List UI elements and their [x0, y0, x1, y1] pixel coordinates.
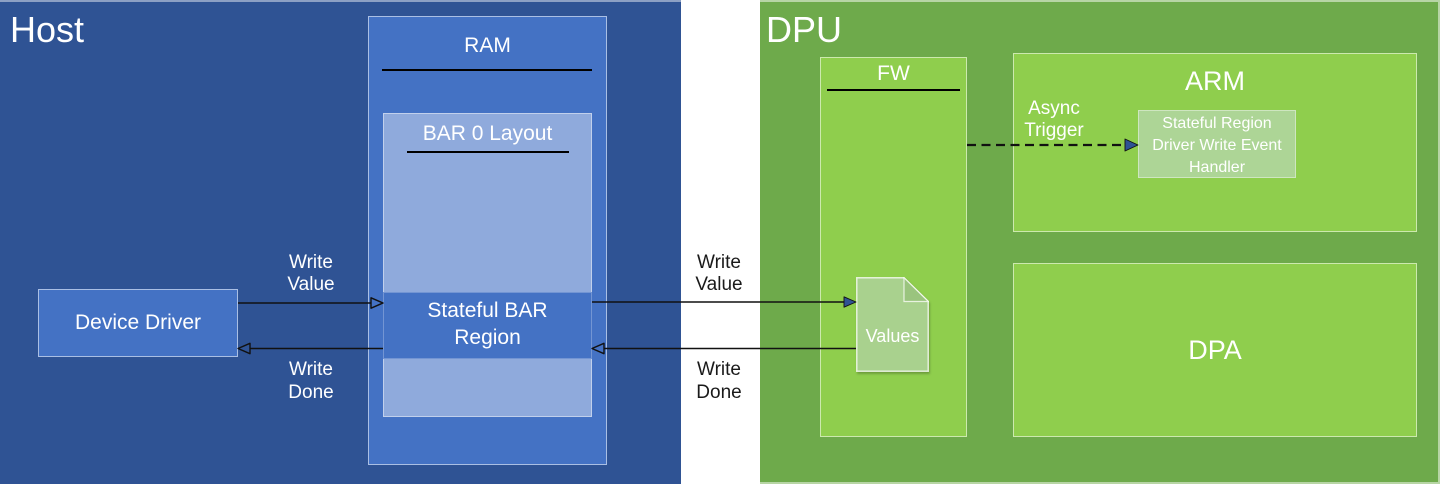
dpa-title: DPA — [1188, 335, 1242, 365]
event-handler-label: Stateful Region Driver Write Event Handl… — [1152, 115, 1282, 176]
dpu-region-title: DPU — [766, 9, 843, 50]
write-value-label-mid: Write Value — [695, 252, 743, 295]
write-done-label-host: Write Done — [288, 359, 334, 403]
device-driver-label: Device Driver — [74, 311, 202, 334]
ram-title-underline — [382, 69, 592, 71]
bar0-layout-title: BAR 0 Layout — [422, 122, 553, 145]
bar0-title-underline — [407, 151, 569, 153]
stateful-bar-region-label: Stateful BAR Region — [427, 299, 548, 349]
async-trigger-label: Async Trigger — [1024, 98, 1084, 141]
write-value-label-host: Write Value — [287, 252, 335, 295]
event-handler-box — [1138, 110, 1296, 178]
dpa-box — [1013, 263, 1417, 437]
ram-title: RAM — [464, 34, 511, 57]
fw-title-underline — [827, 89, 960, 91]
write-done-label-mid: Write Done — [696, 359, 742, 403]
values-label: Values — [865, 326, 920, 346]
host-region-title: Host — [10, 9, 85, 50]
stateful-bar-region-box — [383, 292, 592, 359]
bar0-layout-box — [383, 113, 592, 417]
document-fold-corner — [903, 276, 930, 303]
device-driver-box — [38, 289, 238, 357]
values-document-icon — [856, 276, 930, 372]
fw-title: FW — [877, 62, 910, 85]
arm-title: ARM — [1185, 66, 1245, 96]
fw-box — [820, 57, 967, 437]
